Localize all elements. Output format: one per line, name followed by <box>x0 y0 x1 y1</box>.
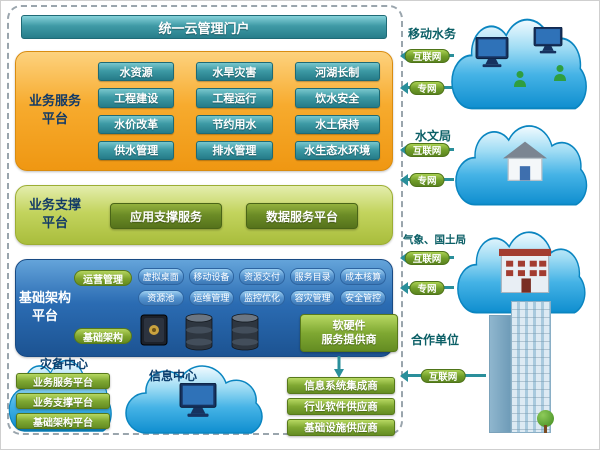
information-center-cloud: 信息中心 <box>123 355 275 435</box>
tower-main <box>511 301 551 433</box>
database-stack-icon <box>231 313 259 351</box>
service-button: 水价改革 <box>98 114 175 134</box>
external-name-meteorology-land-bureau: 气象、国土局 <box>403 234 466 246</box>
link-hydrology-internet: 互联网 <box>400 143 454 157</box>
network-pill: 互联网 <box>420 369 466 383</box>
link-mobile-water-private: 专网 <box>400 81 454 95</box>
link-meteorology-private: 专网 <box>400 281 454 295</box>
link-meteorology-internet: 互联网 <box>400 251 454 265</box>
tree-icon <box>537 410 554 427</box>
portal-header: 统一云管理门户 <box>21 15 387 39</box>
service-button: 供水管理 <box>98 140 175 160</box>
network-pill: 互联网 <box>404 49 450 63</box>
infrastructure-label: 基础架构 平台 <box>16 260 74 356</box>
infra-item: 虚拟桌面 <box>138 268 184 285</box>
network-pill: 互联网 <box>404 251 450 265</box>
platform-boundary <box>7 5 403 435</box>
network-pill: 专网 <box>409 81 445 95</box>
information-center-title: 信息中心 <box>149 369 198 383</box>
external-name-hydrology-bureau: 水文局 <box>415 129 452 143</box>
disaster-recovery-cloud: 灾备中心 业务服务平台 业务支撑平台 基础架构平台 <box>7 349 121 433</box>
app-support-service-button: 应用支撑服务 <box>110 203 222 229</box>
database-stack-icon <box>185 313 213 351</box>
provider-line1: 软硬件 <box>332 319 366 333</box>
service-button: 河湖长制 <box>294 62 380 82</box>
service-button: 工程建设 <box>98 88 175 108</box>
hydrology-bureau-cloud <box>453 113 599 207</box>
supplier-banner: 行业软件供应商 <box>287 398 395 415</box>
supplier-banner: 基础设施供应商 <box>287 419 395 436</box>
link-partner-internet: 互联网 <box>400 369 486 383</box>
business-service-label-line2: 平台 <box>41 112 68 127</box>
infra-item: 服务目录 <box>289 268 336 285</box>
down-arrow-icon <box>334 356 344 378</box>
hw-sw-provider-button: 软硬件 服务提供商 <box>300 314 398 352</box>
dr-platform-banner: 业务服务平台 <box>16 373 110 389</box>
infrastructure-section: 基础架构 平台 运营管理 基础架构 虚拟桌面 移动设备 资源交付 服务目录 成本… <box>15 259 398 357</box>
network-pill: 互联网 <box>404 143 450 157</box>
cloud-icon <box>450 18 588 110</box>
service-button: 工程运行 <box>196 88 273 108</box>
user-icon <box>554 65 566 81</box>
link-mobile-water-internet: 互联网 <box>400 49 454 63</box>
infra-item: 监控优化 <box>239 289 285 306</box>
business-service-label: 业务服务 平台 <box>16 52 94 170</box>
tree-trunk <box>544 425 547 433</box>
business-support-label-line1: 业务支撑 <box>28 198 81 214</box>
service-button: 水资源 <box>98 62 175 82</box>
business-service-grid: 水资源 水旱灾害 河湖长制 工程建设 工程运行 饮水安全 水价改革 节约用水 水… <box>98 62 380 160</box>
computer-icon <box>179 383 217 418</box>
computer-icon <box>475 37 509 68</box>
infra-item: 运维管理 <box>188 289 235 306</box>
infra-item: 安全管控 <box>340 289 386 306</box>
infra-item: 成本核算 <box>340 268 386 285</box>
business-service-label-line1: 业务服务 <box>28 94 81 110</box>
network-pill: 专网 <box>409 281 445 295</box>
provider-line2: 服务提供商 <box>321 333 377 346</box>
infra-item: 容灾管理 <box>289 289 336 306</box>
network-pill: 专网 <box>409 173 445 187</box>
server-safe-icon <box>140 314 168 346</box>
infra-item: 资源交付 <box>239 268 285 285</box>
office-tower-icon <box>489 297 555 433</box>
tower-wing <box>489 315 511 433</box>
supplier-banner: 信息系统集成商 <box>287 377 395 394</box>
infra-item: 移动设备 <box>188 268 235 285</box>
base-architecture-tab: 基础架构 <box>74 328 132 344</box>
external-name-partner-org: 合作单位 <box>411 333 460 347</box>
infrastructure-label-line2: 平台 <box>31 309 58 324</box>
data-service-platform-button: 数据服务平台 <box>246 203 358 229</box>
business-support-label-line2: 平台 <box>41 216 68 231</box>
computer-icon <box>533 27 563 54</box>
external-name-mobile-water: 移动水务 <box>408 27 457 41</box>
dr-platform-banner: 业务支撑平台 <box>16 393 110 409</box>
building-icon <box>499 248 551 293</box>
service-button: 饮水安全 <box>294 88 380 108</box>
infrastructure-grid: 虚拟桌面 移动设备 资源交付 服务目录 成本核算 资源池 运维管理 监控优化 容… <box>138 268 386 306</box>
infra-item: 资源池 <box>138 289 184 306</box>
house-icon <box>503 141 547 181</box>
business-support-section: 业务支撑 平台 应用支撑服务 数据服务平台 <box>15 185 393 245</box>
service-button: 水旱灾害 <box>196 62 273 82</box>
service-button: 水生态水环境 <box>294 140 380 160</box>
service-button: 水土保持 <box>294 114 380 134</box>
operations-management-tab: 运营管理 <box>74 270 132 286</box>
link-hydrology-private: 专网 <box>400 173 454 187</box>
infrastructure-label-line1: 基础架构 <box>18 291 71 307</box>
service-button: 节约用水 <box>196 114 273 134</box>
business-service-section: 业务服务 平台 水资源 水旱灾害 河湖长制 工程建设 工程运行 饮水安全 水价改… <box>15 51 393 171</box>
business-support-label: 业务支撑 平台 <box>16 186 94 244</box>
dr-platform-banner: 基础架构平台 <box>16 413 110 429</box>
disaster-center-title: 灾备中心 <box>39 357 88 371</box>
mobile-water-cloud <box>449 5 599 111</box>
service-button: 排水管理 <box>196 140 273 160</box>
user-icon <box>514 71 526 87</box>
